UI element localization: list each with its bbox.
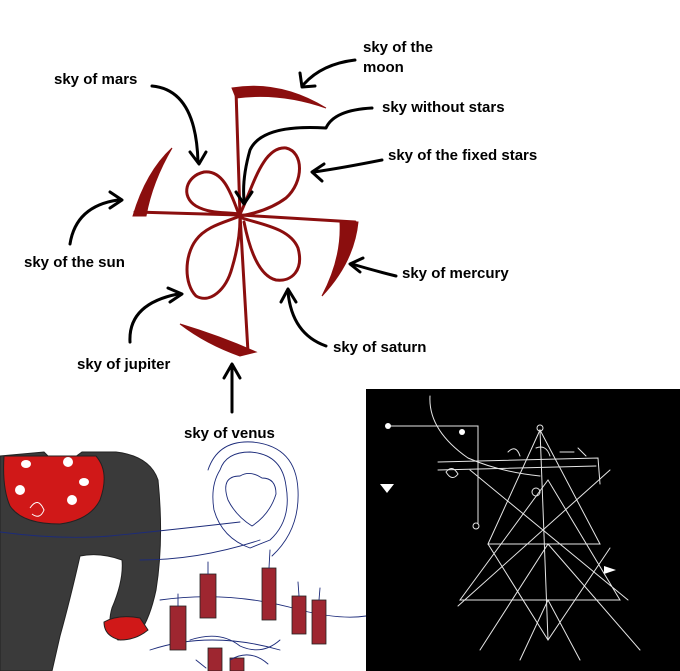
arrow-sun	[68, 198, 120, 246]
candle	[169, 605, 187, 651]
chalk-ring	[536, 424, 544, 432]
candle	[207, 647, 223, 671]
candle-wicks	[177, 549, 321, 607]
mars-loop	[185, 170, 240, 216]
lantern-outline	[212, 451, 288, 549]
candle	[311, 599, 327, 645]
arrow-moon-head	[298, 71, 317, 89]
arrow-mercury-head	[348, 256, 365, 274]
sketch-belt-line	[0, 521, 241, 538]
arrow-fixed-stars-head	[310, 162, 326, 183]
sketch-line	[149, 639, 281, 651]
label-jupiter: sky of jupiter	[77, 356, 171, 373]
chalk-ring	[472, 522, 480, 530]
arrow-venus-head	[222, 362, 242, 380]
candle	[229, 657, 245, 671]
arrow-without-stars-head	[234, 190, 254, 206]
chalk-rod	[387, 425, 479, 525]
chalk-triangle	[604, 566, 616, 574]
red-claw	[103, 616, 149, 641]
arrow-sun-head	[108, 190, 124, 210]
chalk-diagram	[366, 389, 680, 671]
label-without-stars: sky without stars	[382, 99, 505, 116]
hood-spot	[21, 460, 31, 468]
sun-blade	[132, 147, 173, 217]
candles	[169, 549, 327, 671]
chalk-scribble	[445, 468, 459, 478]
saturn-loop	[240, 216, 301, 282]
chalk-ring	[531, 487, 541, 497]
candle	[199, 573, 217, 619]
label-venus: sky of venus	[184, 425, 275, 442]
label-fixed-stars: sky of the fixed stars	[388, 147, 537, 164]
chalk-band	[437, 457, 601, 485]
scribbles	[189, 635, 281, 669]
hood-spot	[79, 478, 89, 486]
lantern-outline-outer	[207, 441, 299, 557]
labels: sky of the moon sky of mars sky without …	[24, 39, 537, 442]
sketch-line	[139, 539, 261, 561]
venus-blade	[179, 323, 258, 357]
fixed-stars-loop	[238, 146, 301, 218]
label-mercury: sky of mercury	[402, 265, 509, 282]
label-sun: sky of the sun	[24, 254, 125, 271]
arrow-fixed-stars	[312, 158, 384, 174]
chalk-board	[366, 389, 680, 671]
label-moon-line2: moon	[363, 59, 404, 76]
arrow-without-stars	[242, 106, 374, 202]
chalk-glyphs	[507, 446, 587, 457]
moon-blade	[231, 85, 327, 109]
hood-spot	[67, 495, 77, 505]
hood-spot	[63, 457, 73, 467]
hood-scribble	[29, 502, 45, 517]
arrow-saturn	[286, 290, 328, 348]
arrow-saturn-head	[279, 287, 298, 304]
arrow-jupiter-head	[166, 286, 184, 304]
label-mars: sky of mars	[54, 71, 137, 88]
chalk-dot	[459, 429, 465, 435]
ritual-illustration	[0, 441, 367, 671]
candle	[291, 595, 307, 635]
arrow-mars	[150, 84, 200, 164]
label-saturn: sky of saturn	[333, 339, 426, 356]
label-moon-line1: sky of the	[363, 39, 433, 56]
chalk-axis	[539, 429, 549, 641]
arrow-mars-head	[188, 150, 208, 166]
arrow-jupiter	[128, 292, 180, 344]
chalk-dot	[385, 423, 391, 429]
arrows	[68, 58, 398, 414]
jupiter-loop	[185, 214, 242, 300]
hood-spot	[15, 485, 25, 495]
heavens-symbol	[132, 85, 359, 357]
heart-sketch	[225, 473, 277, 527]
chalk-triangle	[380, 484, 394, 493]
mercury-blade	[321, 221, 359, 297]
symbol-vertical-line	[234, 88, 250, 354]
candle	[261, 567, 277, 621]
arrow-mercury	[350, 262, 398, 278]
red-hood	[3, 455, 105, 525]
chalk-arc	[429, 395, 541, 477]
arrow-moon	[302, 58, 357, 86]
